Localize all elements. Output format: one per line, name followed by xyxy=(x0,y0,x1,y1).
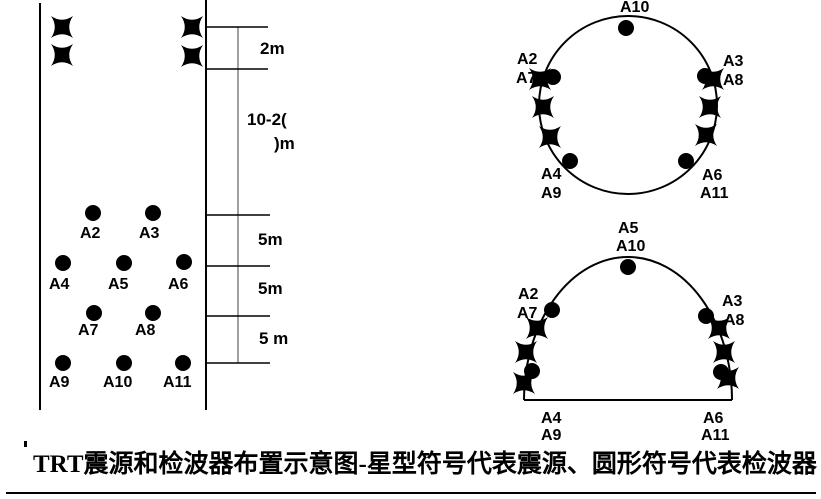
arch-label-a9: A9 xyxy=(541,427,562,444)
arch-label-a3: A3 xyxy=(722,293,743,310)
arch-source-stars xyxy=(513,317,739,394)
circle-label-a7: A7 xyxy=(516,70,537,87)
ruler-label-5m-3: 5 m xyxy=(259,329,289,348)
source-star-icon xyxy=(181,45,203,67)
arch-label-a8: A8 xyxy=(724,312,745,329)
geophone-dot-icon xyxy=(116,255,132,271)
source-star-icon xyxy=(51,44,73,66)
geophone-dot-icon xyxy=(562,153,578,169)
circle-label-a6: A6 xyxy=(702,167,723,184)
geophone-label-a9: A9 xyxy=(49,374,70,391)
circle-label-a4: A4 xyxy=(541,166,562,183)
source-star-icon xyxy=(695,124,717,146)
arch-geophone-dots xyxy=(524,259,729,380)
geophone-dot-icon xyxy=(86,305,102,321)
circle-label-a2: A2 xyxy=(517,51,538,68)
arch-label-a11: A11 xyxy=(701,427,730,444)
circle-label-a8: A8 xyxy=(723,72,744,89)
circle-label-top-a10: A10 xyxy=(620,0,650,16)
geophone-dot-icon xyxy=(524,363,540,379)
ruler-label-range-2: )m xyxy=(274,134,295,153)
arch-label-a6: A6 xyxy=(703,410,724,427)
source-star-icon xyxy=(51,16,73,38)
geophone-dot-icon xyxy=(618,20,634,36)
geophone-dot-icon xyxy=(176,254,192,270)
geophone-label-a4: A4 xyxy=(49,276,70,293)
arch-label-a10: A10 xyxy=(616,238,646,255)
geophone-dot-icon xyxy=(678,153,694,169)
arch-label-a7: A7 xyxy=(517,305,538,322)
ruler-ticks xyxy=(206,26,270,364)
source-star-icon xyxy=(515,341,537,363)
ruler-label-2m: 2m xyxy=(260,39,285,58)
arch-label-a5: A5 xyxy=(618,220,639,237)
diagram-caption: TRT震源和检波器布置示意图-星型符号代表震源、圆形符号代表检波器 xyxy=(33,451,817,478)
geophone-label-a5: A5 xyxy=(108,276,129,293)
geophone-label-a2: A2 xyxy=(80,225,101,242)
source-star-icon xyxy=(539,126,561,148)
left-source-stars xyxy=(51,16,203,67)
ruler-label-5m-1: 5m xyxy=(258,230,283,249)
geophone-dot-icon xyxy=(55,355,71,371)
arch-label-a4: A4 xyxy=(541,410,562,427)
source-star-icon xyxy=(181,16,203,38)
geophone-dot-icon xyxy=(116,355,132,371)
geophone-dot-icon xyxy=(175,355,191,371)
geophone-label-a11: A11 xyxy=(163,374,192,391)
geophone-label-a10: A10 xyxy=(103,374,133,391)
geophone-label-a8: A8 xyxy=(135,322,156,339)
ruler-label-5m-2: 5m xyxy=(258,279,283,298)
circle-geophone-dots xyxy=(545,20,713,169)
geophone-label-a7: A7 xyxy=(78,322,99,339)
left-geophone-dots xyxy=(55,205,192,371)
geophone-dot-icon xyxy=(55,255,71,271)
geophone-dot-icon xyxy=(145,305,161,321)
ruler-label-range-1: 10-2( xyxy=(247,110,287,129)
circle-label-a11: A11 xyxy=(700,185,729,202)
geophone-dot-icon xyxy=(544,302,560,318)
circle-label-a9: A9 xyxy=(541,185,562,202)
stray-tick-mark xyxy=(24,441,27,447)
geophone-dot-icon xyxy=(545,69,561,85)
arch-tunnel-outline xyxy=(523,256,733,401)
geophone-label-a3: A3 xyxy=(139,225,160,242)
source-star-icon xyxy=(532,96,554,118)
circle-label-a3: A3 xyxy=(723,53,744,70)
geophone-dot-icon xyxy=(85,205,101,221)
geophone-label-a6: A6 xyxy=(168,276,189,293)
arch-label-a2: A2 xyxy=(518,286,539,303)
geophone-dot-icon xyxy=(620,259,636,275)
geophone-dot-icon xyxy=(145,205,161,221)
